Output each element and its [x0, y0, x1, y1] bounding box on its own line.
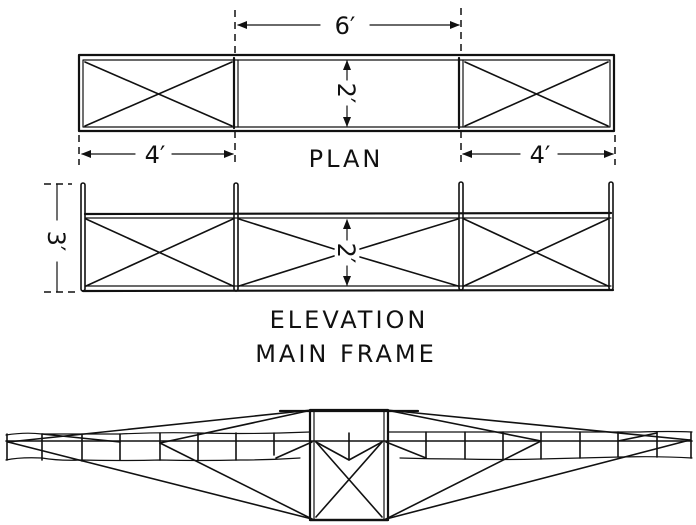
plan-view: 6′ 2′ 4′ 4′ PLAN [77, 8, 616, 173]
plan-left-brace-b [84, 61, 233, 127]
left-wing-bracing [7, 409, 313, 520]
elev-center-brace-a1 [238, 218, 335, 250]
dim-4-right-label: 4′ [530, 141, 551, 169]
elev-post-3 [458, 181, 464, 291]
wing-lower-edge [5, 456, 693, 462]
dim-6-label: 6′ [335, 12, 356, 40]
elev-dim-3-label: 3′ [42, 231, 70, 252]
elev-left-brace-b [85, 218, 234, 287]
elev-bottom-chord-b [81, 288, 615, 293]
elev-post-1 [80, 182, 86, 292]
assembly-view [5, 408, 693, 522]
plan-frame-rect [77, 53, 616, 133]
elevation-label: ELEVATION [270, 306, 429, 334]
elev-post-4 [608, 181, 614, 291]
center-frame [308, 408, 390, 522]
elevation-view: 2′ 3′ ELEVATION MAIN FRAME [42, 181, 615, 368]
plan-dim-2-label: 2′ [332, 83, 360, 104]
elev-center-brace-b2 [359, 218, 459, 250]
plan-right-brace-b [464, 61, 609, 127]
elev-center-brace-b1 [238, 255, 335, 287]
elev-right-brace-b [463, 218, 609, 287]
main-frame-caption: MAIN FRAME [255, 340, 437, 368]
plan-label: PLAN [309, 145, 384, 173]
elev-post-2 [233, 182, 239, 292]
right-wing-bracing [385, 409, 691, 520]
dim-4-left-label: 4′ [145, 141, 166, 169]
elev-dim-2-label: 2′ [332, 243, 360, 264]
right-wing-ribs [425, 431, 658, 460]
elev-center-brace-a2 [359, 256, 459, 287]
center-brace-b [315, 441, 383, 518]
elev-top-chord-a [83, 211, 613, 216]
